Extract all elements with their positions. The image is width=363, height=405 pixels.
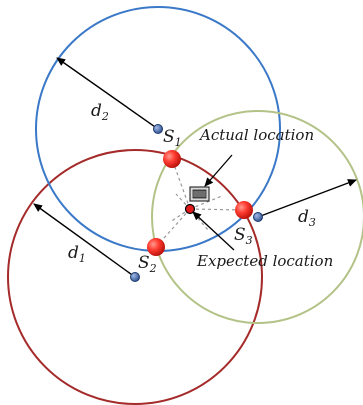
range-circle-3 bbox=[151, 110, 363, 324]
label-s3: S3 bbox=[234, 225, 253, 247]
label-d3: d3 bbox=[298, 207, 316, 229]
radius-arrow-d2 bbox=[56, 57, 159, 130]
radius-arrow-d1 bbox=[33, 203, 136, 278]
expected-location-pointer bbox=[192, 211, 235, 251]
label-s2: S2 bbox=[138, 253, 157, 275]
label-d1: d1 bbox=[68, 243, 86, 265]
label-s1: S1 bbox=[163, 127, 182, 149]
actual-location-pointer bbox=[204, 154, 233, 187]
actual-location-label: Actual location bbox=[198, 126, 314, 144]
station-s3 bbox=[235, 201, 253, 219]
dashed-connectors bbox=[155, 158, 245, 248]
radius-arrow-d3 bbox=[257, 179, 357, 218]
station-s2 bbox=[147, 238, 165, 256]
center-point-1 bbox=[130, 272, 140, 282]
center-point-2 bbox=[153, 124, 163, 134]
expected-location-point bbox=[184, 203, 196, 215]
label-d2: d2 bbox=[91, 101, 109, 123]
device-icon bbox=[189, 186, 210, 202]
center-point-3 bbox=[253, 212, 263, 222]
expected-location-label: Expected location bbox=[196, 252, 333, 270]
station-s1 bbox=[163, 150, 181, 168]
range-circle-1 bbox=[7, 149, 263, 405]
